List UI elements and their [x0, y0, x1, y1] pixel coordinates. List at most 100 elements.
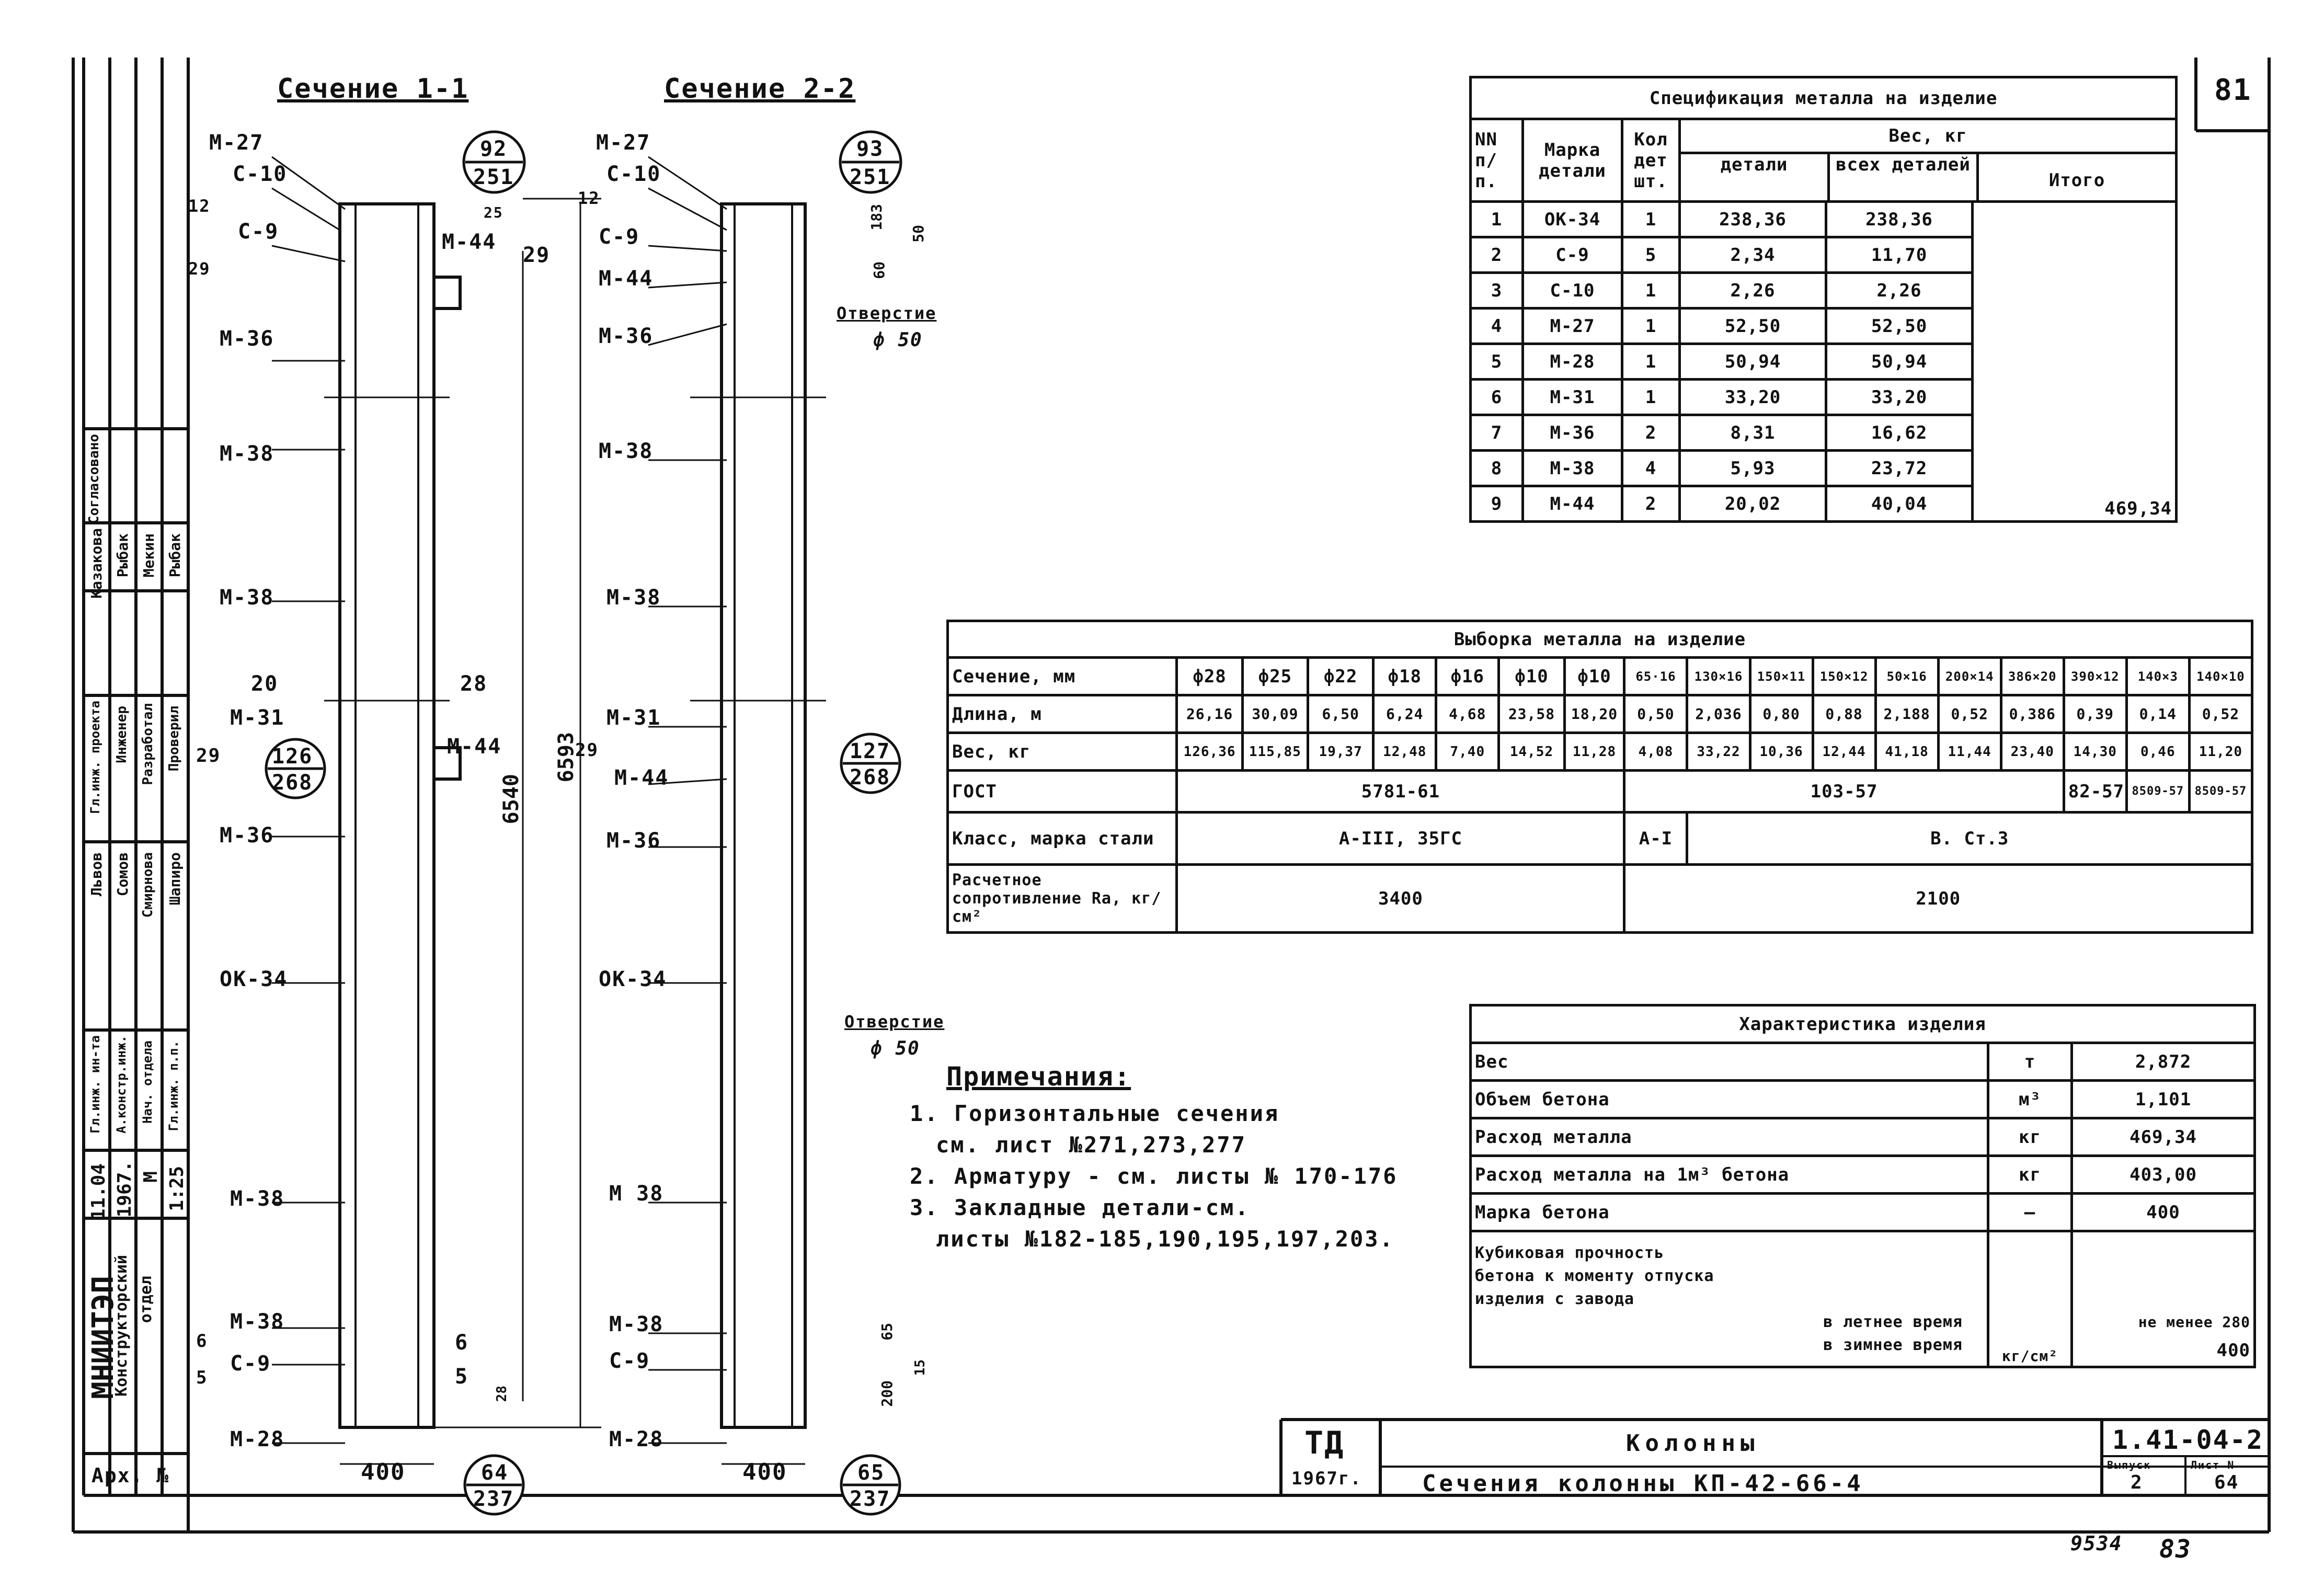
- s1-label-c9: С-9: [238, 220, 279, 244]
- s1-circle-mid-lower: 268: [272, 771, 313, 795]
- spec-h-kol: Кол дет шт.: [1621, 118, 1681, 203]
- s1-dim-12: 12: [188, 196, 211, 216]
- ls-name-7: Рыбак: [166, 533, 184, 578]
- ls-name-5: Рыбак: [114, 533, 131, 578]
- ls-scale-2: 1:25: [166, 1166, 188, 1211]
- harakt-kub-unit: кг/см²: [1987, 1230, 2073, 1368]
- ls-role-5: Инженер: [114, 706, 130, 763]
- s2-label-ok34: ОК-34: [599, 967, 667, 991]
- table-row: Марка бетона—400: [1469, 1192, 2257, 1232]
- s2-hole1-dia: ф 50: [873, 329, 923, 351]
- s2-dim-60: 60: [871, 261, 888, 279]
- s2-label-c10: С-10: [606, 162, 661, 186]
- s1-width: 400: [361, 1459, 406, 1485]
- s2-circle-mid-lower: 268: [850, 765, 891, 790]
- sheet-number: 81: [2214, 73, 2252, 107]
- s2-width: 400: [742, 1459, 787, 1485]
- tb-td: ТД: [1304, 1425, 1345, 1461]
- s1-circle-top-upper: 92: [480, 137, 508, 161]
- note-item: см. лист №271,273,277: [936, 1132, 1247, 1158]
- tb-vypusk: 2: [2131, 1472, 2143, 1493]
- ls-dept-1: Конструкторский: [112, 1255, 131, 1397]
- s1-dim-29-mid: 29: [196, 745, 221, 767]
- table-row: Расчетное сопротивление Ra, кг/см² 3400 …: [946, 863, 2253, 934]
- s2-hole1-label: Отверстие: [837, 303, 937, 323]
- ls-role-2: Нач. отдела: [140, 1040, 155, 1124]
- s2-label-m27: М-27: [596, 131, 651, 155]
- ls-role-7: Проверил: [166, 706, 182, 772]
- s2-dim-50: 50: [910, 225, 927, 243]
- vyb-row-label-ra: Расчетное сопротивление Ra, кг/см²: [946, 863, 1178, 934]
- spec-total: 469,34: [1971, 200, 2178, 523]
- ls-dept-2: отдел: [137, 1276, 155, 1323]
- ls-date-1: 11.04: [88, 1163, 109, 1220]
- table-row: ГОСТ 5781-61 103-57 82-57 8509-57 8509-5…: [946, 769, 2254, 814]
- vyb-row-label-length: Длина, м: [946, 694, 1178, 734]
- s1-dim-6-right: 6: [455, 1331, 469, 1355]
- table-row: Класс, марка стали А-III, 35ГС А-I В. Ст…: [946, 811, 2253, 866]
- s2-dim-12: 12: [578, 188, 600, 208]
- s2-label-m28: М-28: [609, 1427, 664, 1451]
- tb-list: 64: [2214, 1472, 2239, 1493]
- s1-circle-bot-upper: 64: [481, 1461, 509, 1485]
- s2-dim-183: 183: [868, 204, 885, 231]
- spec-h-marka: Марка детали: [1521, 118, 1623, 203]
- handwritten-note-2: 83: [2159, 1535, 2192, 1564]
- spec-h-ves-sub: детали всех деталей Итого: [1682, 154, 2174, 199]
- tb-name2: Сечения колонны КП-42-66-4: [1422, 1470, 1864, 1497]
- spec-title: Спецификация металла на изделие: [1469, 76, 2178, 120]
- s1-dim-29-top: 29: [188, 259, 211, 279]
- s2-circle-top-upper: 93: [856, 137, 884, 161]
- s1-dim-25: 25: [484, 204, 503, 221]
- s1-dim-5-right: 5: [455, 1365, 469, 1389]
- tb-list-label: Лист N: [2191, 1459, 2235, 1471]
- s1-label-m44-b: М-44: [447, 735, 502, 759]
- ls-scale-1: М: [140, 1171, 162, 1183]
- harakt-kub-label: Кубиковая прочность бетона к моменту отп…: [1469, 1230, 1989, 1368]
- spec-h-vseh: всех деталей: [1830, 154, 1979, 199]
- section1-title: Сечение 1-1: [277, 73, 469, 105]
- ls-arh: Арх. №: [91, 1464, 170, 1487]
- table-row: Кубиковая прочность бетона к моменту отп…: [1469, 1230, 2257, 1368]
- ls-role-6: Разработал: [140, 703, 156, 785]
- spec-h-ves: Вес, кг: [1682, 122, 2174, 154]
- handwritten-note-1: 9534: [2070, 1532, 2123, 1555]
- notes-list: 1. Горизонтальные сечения см. лист №271,…: [910, 1098, 1398, 1255]
- s1-label-ok34: ОК-34: [220, 967, 288, 991]
- s1-label-m36-b: М-36: [220, 823, 274, 848]
- s2-label-c9-b: С-9: [609, 1349, 650, 1373]
- section2-title: Сечение 2-2: [664, 73, 856, 105]
- s2-label-m31: М-31: [606, 706, 661, 730]
- s2-label-m36: М-36: [599, 324, 654, 348]
- s2-dim-15: 15: [912, 1359, 928, 1376]
- s1-circle-mid-upper: 126: [272, 745, 313, 769]
- ls-date-2: 1967.: [114, 1161, 135, 1218]
- vyborka-title: Выборка металла на изделие: [946, 620, 2253, 659]
- s2-label-m36-b: М-36: [606, 829, 661, 853]
- ls-role-1: А.констр.инж.: [114, 1035, 129, 1134]
- s1-dim-5-left: 5: [196, 1367, 208, 1388]
- vyborka-table: Выборка металла на изделие Сечение, мм ф…: [946, 620, 2254, 934]
- spec-table: Спецификация металла на изделие NN п/п. …: [1469, 76, 2178, 523]
- vyb-row-label-section: Сечение, мм: [946, 656, 1178, 696]
- s1-label-m36: М-36: [220, 327, 274, 351]
- s1-dim-29-right: 29: [523, 243, 551, 267]
- ls-name-2: Смирнова: [140, 852, 156, 918]
- ls-role-0: Гл.инж. ин-та: [88, 1035, 102, 1134]
- harakt-title: Характеристика изделия: [1469, 1004, 2257, 1044]
- harakt-kub-values: не менее 280 400: [2070, 1230, 2257, 1368]
- vyb-row-label-weight: Вес, кг: [946, 731, 1178, 772]
- vyb-row-label-gost: ГОСТ: [946, 769, 1178, 814]
